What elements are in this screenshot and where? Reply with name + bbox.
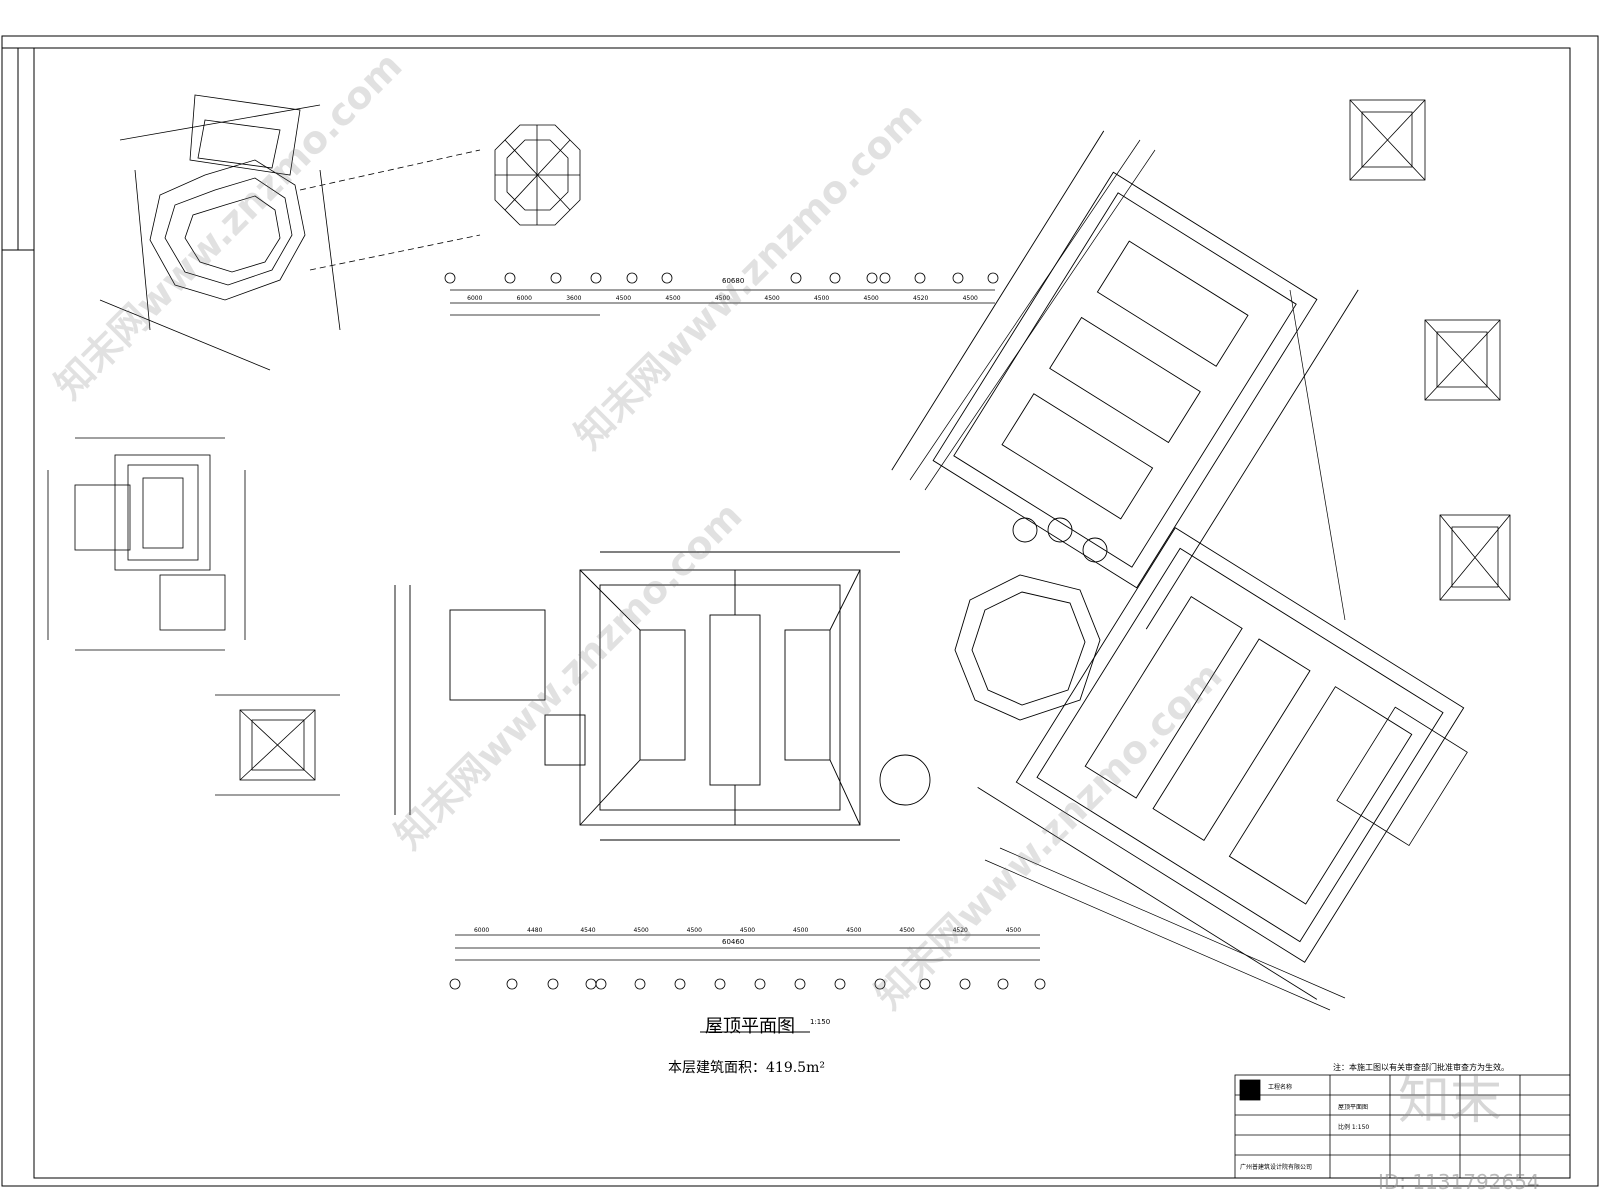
bottom-dimension-label: 4540 bbox=[580, 927, 595, 934]
approval-note: 注：本施工图以有关审查部门批准审查方为生效。 bbox=[1333, 1063, 1509, 1072]
drawing-title: 屋顶平面图 bbox=[705, 1016, 795, 1037]
top-dimension-label: 4500 bbox=[665, 295, 680, 302]
drawing-scale: 1:150 bbox=[810, 1018, 831, 1026]
bottom-dimension-label: 4500 bbox=[899, 927, 914, 934]
watermark-logo: 知末 bbox=[1398, 1071, 1503, 1131]
top-dimension-label: 4500 bbox=[764, 295, 779, 302]
top-dimension-label: 6000 bbox=[517, 295, 532, 302]
title-block bbox=[1234, 1074, 1571, 1179]
rotated-wing-upper bbox=[891, 130, 1359, 630]
top-total-dimension: 60680 bbox=[722, 277, 745, 285]
title-block-company: 广州普建筑设计院有限公司 bbox=[1240, 1164, 1313, 1171]
top-dimension-label: 4520 bbox=[913, 295, 928, 302]
watermark-id: ID: 1131792654 bbox=[1378, 1170, 1540, 1194]
outer-frame bbox=[1, 35, 1599, 1187]
octagon-pavilion-plan bbox=[99, 94, 341, 371]
title-block-row2: 屋顶平面图 bbox=[1338, 1104, 1369, 1111]
octagon-roof-detail bbox=[299, 124, 581, 271]
small-square-pavilion bbox=[215, 694, 340, 796]
top-dimension-label: 4500 bbox=[963, 295, 978, 302]
top-dimension-chain bbox=[450, 289, 995, 316]
bottom-dimension-label: 4500 bbox=[687, 927, 702, 934]
bottom-dimension-label: 4500 bbox=[740, 927, 755, 934]
top-dimension-label: 4500 bbox=[715, 295, 730, 302]
bottom-dimension-label: 6000 bbox=[474, 927, 489, 934]
left-pavilion-plan bbox=[47, 437, 246, 651]
bottom-axis-bubbles bbox=[449, 978, 1046, 990]
title-block-row3: 比例 1:150 bbox=[1338, 1124, 1370, 1131]
top-dimension-label: 3600 bbox=[566, 295, 581, 302]
bottom-dimension-label: 4500 bbox=[633, 927, 648, 934]
bottom-dimension-label: 4480 bbox=[527, 927, 542, 934]
bottom-dimension-label: 4500 bbox=[846, 927, 861, 934]
top-dimension-label: 4500 bbox=[814, 295, 829, 302]
inner-frame bbox=[33, 47, 1571, 1179]
title-block-row1: 工程名称 bbox=[1268, 1084, 1293, 1091]
central-building-roof bbox=[394, 551, 931, 841]
bottom-dimension-chain bbox=[455, 934, 1040, 961]
top-dimension-label: 4500 bbox=[863, 295, 878, 302]
bottom-dimension-label: 4500 bbox=[793, 927, 808, 934]
bottom-total-dimension: 60460 bbox=[722, 938, 745, 946]
top-axis-bubbles bbox=[444, 272, 999, 284]
bottom-dimension-label: 4520 bbox=[953, 927, 968, 934]
floor-area-label: 本层建筑面积：419.5m² bbox=[668, 1060, 825, 1076]
diagonal-dimension-lines bbox=[909, 139, 1346, 1011]
right-small-pavilions bbox=[1336, 99, 1511, 847]
top-dimension-label: 4500 bbox=[616, 295, 631, 302]
rotated-wing-lower bbox=[977, 527, 1465, 1000]
connecting-hall bbox=[954, 517, 1108, 721]
top-dimension-label: 6000 bbox=[467, 295, 482, 302]
bottom-dimension-label: 4500 bbox=[1006, 927, 1021, 934]
